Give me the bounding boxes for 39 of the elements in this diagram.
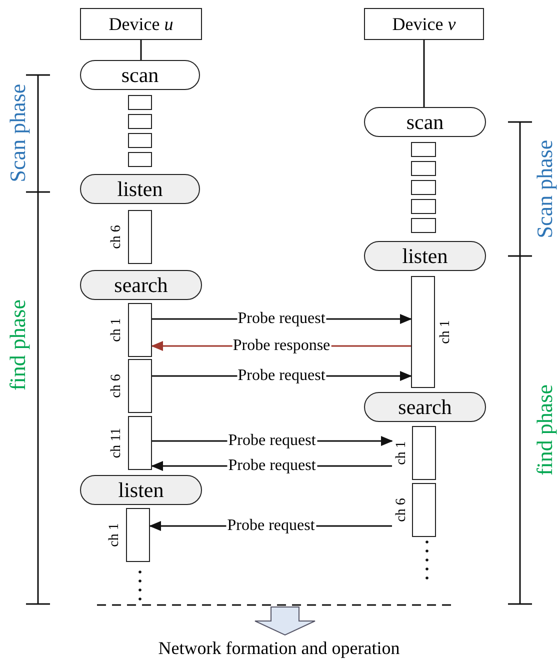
phase-label: Scan phase	[534, 140, 556, 238]
channel-label: ch 1	[439, 320, 453, 344]
slot-box	[128, 152, 152, 167]
edge-label: Probe request	[236, 368, 326, 384]
channel-label: ch 6	[395, 498, 409, 522]
edge-label: Probe response	[232, 338, 332, 354]
phase-label: Scan phase	[7, 84, 29, 182]
state-pill: search	[80, 270, 202, 300]
edge-label: Probe request	[227, 458, 317, 474]
channel-label: ch 1	[395, 441, 409, 465]
slot-box	[128, 114, 152, 129]
device-box: Device v	[364, 8, 484, 40]
phase-label: find phase	[534, 384, 556, 476]
slot-box	[411, 161, 436, 176]
connector-line	[423, 40, 425, 107]
slot-box	[411, 199, 436, 214]
channel-label: ch 1	[110, 318, 124, 342]
state-pill: listen	[80, 174, 200, 204]
channel-label: ch 1	[108, 523, 122, 547]
edge-label: Probe request	[227, 433, 317, 449]
connector-line	[140, 40, 142, 60]
device-box: Device u	[80, 8, 202, 40]
state-pill: search	[364, 392, 486, 422]
channel-label: ch 11	[110, 428, 124, 458]
state-pill: scan	[364, 107, 486, 137]
slot-box	[128, 95, 152, 110]
phase-label: find phase	[7, 299, 29, 391]
channel-label: ch 6	[110, 225, 124, 249]
channel-label: ch 6	[110, 374, 124, 398]
state-pill: listen	[364, 241, 486, 271]
slot-box	[128, 133, 152, 148]
slot-box	[411, 218, 436, 233]
caption-text: Network formation and operation	[158, 638, 400, 658]
state-pill: scan	[80, 60, 200, 90]
slot-box	[411, 180, 436, 195]
state-pill: listen	[80, 475, 202, 505]
edge-label: Probe request	[236, 311, 326, 327]
edge-label: Probe request	[226, 518, 316, 534]
slot-box	[411, 142, 436, 157]
